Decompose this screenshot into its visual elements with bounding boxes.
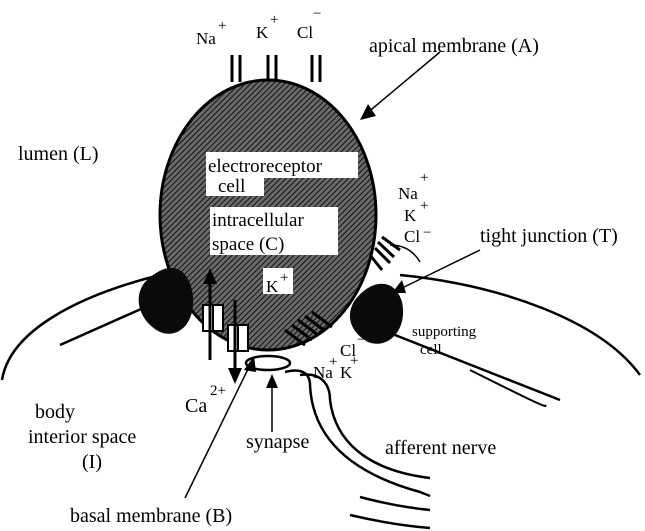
ion-cl-right: Cl xyxy=(404,227,420,246)
ion-k-right: K xyxy=(404,206,417,225)
ion-na-right: Na xyxy=(398,184,418,203)
apical-arrow-head xyxy=(360,104,376,120)
ion-na-top-charge: + xyxy=(218,18,226,34)
apical-membrane-label: apical membrane (A) xyxy=(369,35,539,57)
ion-na-low-charge: + xyxy=(329,354,337,370)
lumen-label: lumen (L) xyxy=(18,143,99,165)
k-inside-label: K xyxy=(266,277,279,296)
left-lower-line xyxy=(60,305,150,345)
afferent-nerve-tail xyxy=(350,515,430,528)
supporting-cell-label-2: cell xyxy=(420,342,442,358)
ion-na-right-charge: + xyxy=(420,170,428,186)
apical-arrow-line xyxy=(366,52,440,114)
calcium-label: Ca xyxy=(185,395,207,417)
right-cell-bottom xyxy=(470,370,546,406)
apical-channels xyxy=(232,55,320,82)
synapse-arrow-head xyxy=(266,374,278,388)
body-label-1: body xyxy=(35,401,75,423)
cell-label-line1: electroreceptor xyxy=(208,156,323,177)
afferent-nerve-label: afferent nerve xyxy=(385,437,496,459)
ion-cl-right-charge: − xyxy=(423,225,431,241)
ion-cl-low-charge: − xyxy=(357,332,365,348)
ion-cl-top-charge: − xyxy=(313,6,321,22)
ion-k-top: K xyxy=(256,23,269,42)
cell-label-line2: cell xyxy=(218,176,245,197)
body-label-2: interior space xyxy=(28,426,136,448)
ion-k-right-charge: + xyxy=(420,198,428,214)
tight-junction-label: tight junction (T) xyxy=(480,225,618,247)
synapse-label: synapse xyxy=(246,431,309,453)
space-label-line2: space (C) xyxy=(212,234,284,255)
ion-k-top-charge: + xyxy=(270,12,278,28)
ion-k-low-charge: + xyxy=(350,353,358,369)
ion-na-top: Na xyxy=(196,29,216,48)
body-label-3: (I) xyxy=(82,451,102,473)
k-inside-charge: + xyxy=(280,270,288,286)
ion-cl-top: Cl xyxy=(297,23,313,42)
tight-junction-arrow-line xyxy=(398,250,480,290)
space-label-line1: intracellular xyxy=(212,210,304,231)
left-epithelium-outline xyxy=(2,275,160,380)
tight-junction-arrow-head xyxy=(392,280,406,293)
afferent-nerve-lower xyxy=(360,497,430,510)
calcium-charge: 2+ xyxy=(210,383,226,399)
supporting-cell-label-1: supporting xyxy=(412,324,477,340)
basal-membrane-label: basal membrane (B) xyxy=(70,505,232,527)
